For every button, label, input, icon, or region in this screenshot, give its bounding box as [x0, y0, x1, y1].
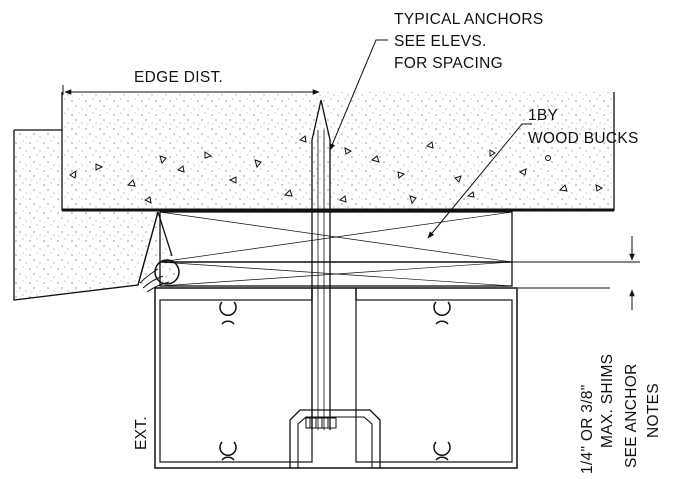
bucks-label-line1: 1BY [528, 107, 558, 124]
concrete-slab [61, 92, 615, 212]
concrete-anchor [305, 99, 337, 430]
anchor-label-line1: TYPICAL ANCHORS [394, 11, 544, 28]
anchor-label-line2: SEE ELEVS. [394, 33, 487, 50]
aggregate-marks [69, 135, 604, 205]
shims-label-line4: NOTES [645, 383, 662, 438]
wood-bucks [159, 211, 513, 287]
screw-boss [219, 301, 451, 461]
shims-label-line1: 1/4" OR 3/8" [579, 384, 596, 474]
aluminum-frame [154, 287, 610, 469]
shims-label-line3: SEE ANCHOR [623, 363, 640, 468]
anchor-label-line3: FOR SPACING [394, 55, 503, 72]
exterior-label: EXT. [133, 416, 150, 450]
wood-bucks-callout: 1BY WOOD BUCKS [427, 107, 639, 239]
anchor-callout: TYPICAL ANCHORS SEE ELEVS. FOR SPACING [329, 11, 544, 151]
edge-distance-dimension: EDGE DIST. [62, 69, 320, 95]
bucks-label-line2: WOOD BUCKS [528, 130, 639, 147]
shims-label-line2: MAX. SHIMS [599, 354, 616, 448]
shim-dimension [512, 236, 640, 310]
edge-dist-label: EDGE DIST. [134, 69, 223, 86]
backer-rod [154, 259, 180, 285]
